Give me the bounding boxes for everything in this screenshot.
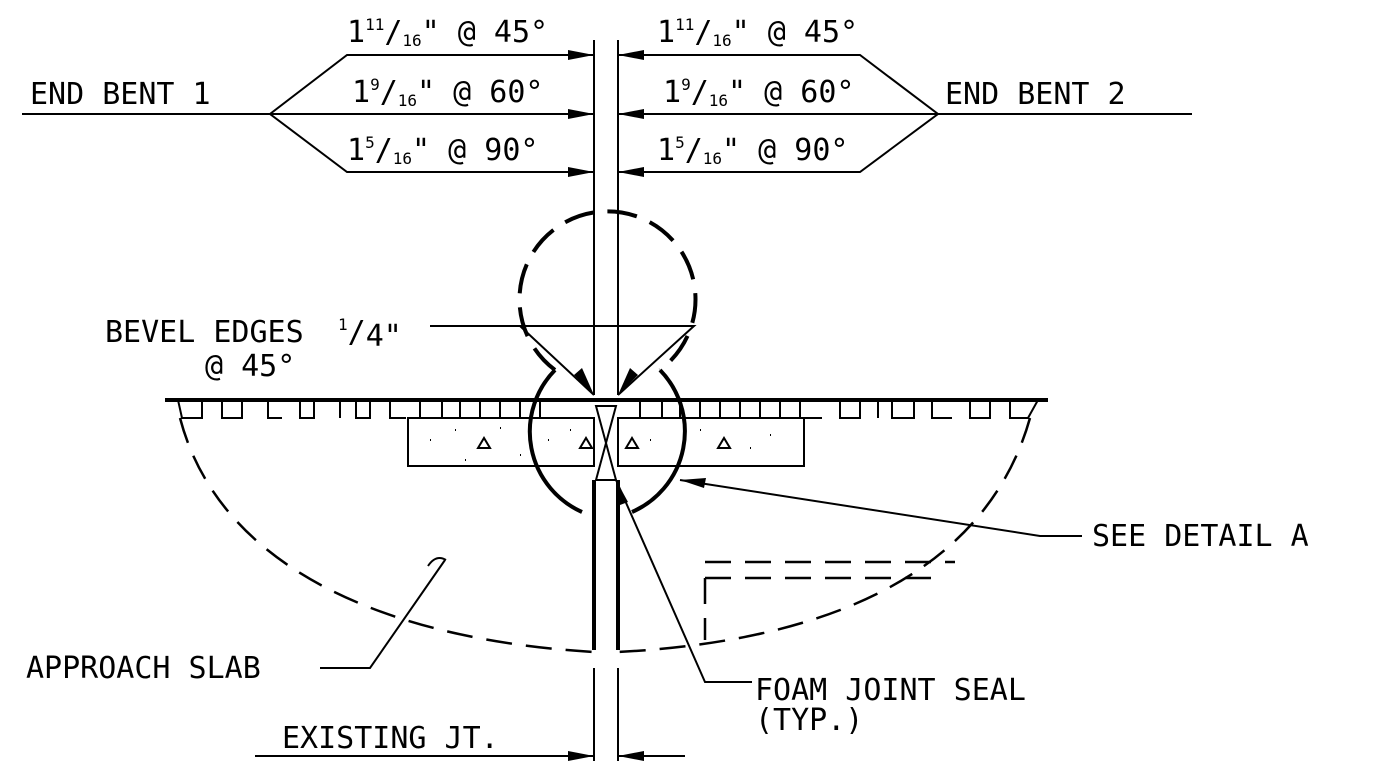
left-width-60: 19/16" @ 60°	[352, 75, 543, 110]
joint-lines	[592, 40, 620, 761]
end-bent-2-callout: END BENT 2	[618, 50, 1192, 177]
end-bent-1-callout: END BENT 1	[22, 50, 594, 177]
end-bent-1-label: END BENT 1	[30, 77, 211, 112]
bevel-edges-label: BEVEL EDGES	[105, 315, 304, 350]
right-width-90: 15/16" @ 90°	[657, 133, 848, 168]
existing-joint-callout: EXISTING JT.	[255, 721, 685, 761]
end-bent-2-label: END BENT 2	[945, 77, 1126, 112]
bevel-angle-label: @ 45°	[205, 349, 295, 384]
foam-joint-seal-callout: FOAM JOINT SEAL (TYP.)	[615, 479, 1026, 738]
see-detail-a-label: SEE DETAIL A	[1092, 519, 1309, 554]
foam-joint-seal-label: FOAM JOINT SEAL	[755, 673, 1026, 708]
approach-slab-outline	[178, 417, 1032, 654]
right-width-45: 111/16" @ 45°	[657, 15, 858, 50]
approach-slab-label: APPROACH SLAB	[26, 651, 261, 686]
typ-label: (TYP.)	[755, 703, 863, 738]
detail-a-circle	[517, 209, 698, 514]
existing-jt-label: EXISTING JT.	[282, 721, 499, 756]
right-width-60: 19/16" @ 60°	[663, 75, 854, 110]
concrete-blocks	[407, 405, 805, 481]
right-joint-widths: 111/16" @ 45° 19/16" @ 60° 15/16" @ 90°	[657, 15, 858, 168]
slab-surface	[165, 398, 1048, 419]
see-detail-a-callout: SEE DETAIL A	[679, 478, 1309, 554]
left-joint-widths: 111/16" @ 45° 19/16" @ 60° 15/16" @ 90°	[347, 15, 548, 168]
approach-slab-callout: APPROACH SLAB	[26, 557, 447, 686]
left-width-90: 15/16" @ 90°	[347, 133, 538, 168]
left-width-45: 111/16" @ 45°	[347, 15, 548, 50]
bevel-edges-callout: BEVEL EDGES 1/4" @ 45°	[105, 315, 697, 396]
bevel-size-label: 1/4"	[338, 315, 402, 354]
